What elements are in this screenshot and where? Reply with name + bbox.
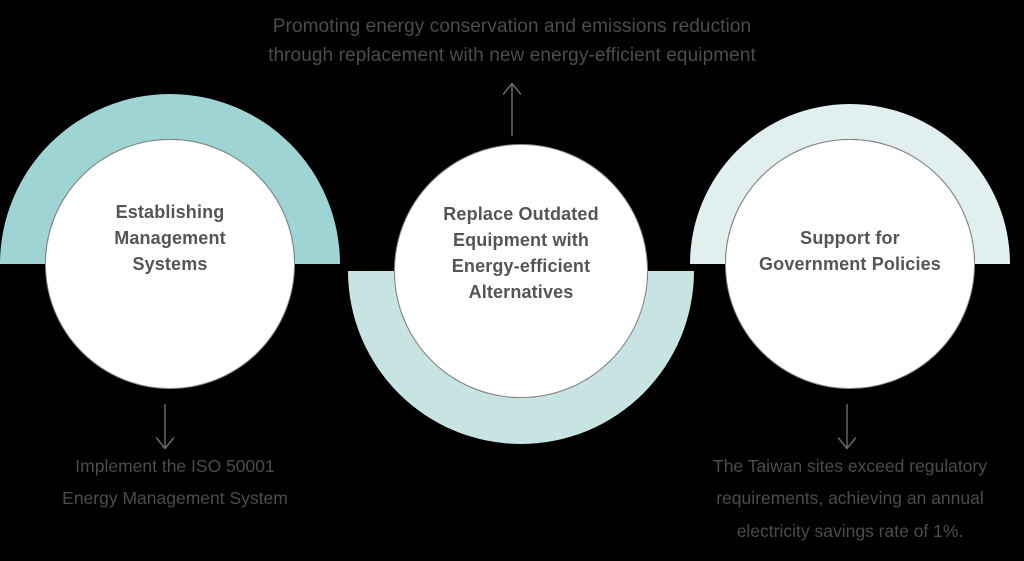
node-label: Support for Government Policies xyxy=(759,227,941,274)
top-caption-text: Promoting energy conservation and emissi… xyxy=(268,16,756,67)
arc-bottom-teal-icon xyxy=(348,271,694,444)
node-label: Establishing Management Systems xyxy=(114,201,226,275)
circle-disc: Replace Outdated Equipment with Energy-e… xyxy=(394,144,648,398)
caption-right-text: The Taiwan sites exceed regulatory requi… xyxy=(713,456,987,541)
node-support-for-government-policies[interactable]: Support for Government Policies xyxy=(690,94,1010,434)
arc-top-mint-icon xyxy=(690,104,1010,264)
node-establishing-management-systems[interactable]: Establishing Management Systems xyxy=(0,94,340,434)
arrow-up-icon xyxy=(502,82,522,136)
arc-top-teal-icon xyxy=(0,94,340,264)
caption-left-text: Implement the ISO 50001 Energy Managemen… xyxy=(62,456,288,509)
arrow-down-icon xyxy=(837,404,857,450)
node-label: Replace Outdated Equipment with Energy-e… xyxy=(443,203,599,303)
circle-disc: Support for Government Policies xyxy=(725,139,975,389)
circle-disc: Establishing Management Systems xyxy=(45,139,295,389)
arrow-down-icon xyxy=(155,404,175,450)
node-replace-outdated-equipment[interactable]: Replace Outdated Equipment with Energy-e… xyxy=(348,98,694,444)
